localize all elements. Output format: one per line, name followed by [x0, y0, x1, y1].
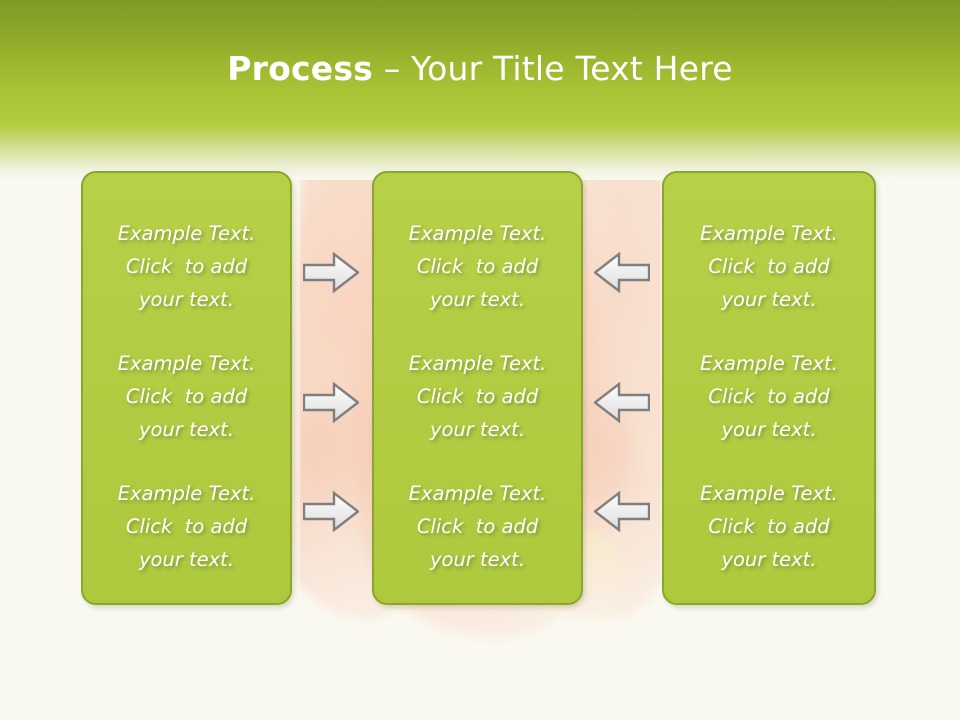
cell-line-2: Click to add [708, 385, 830, 408]
title-band [0, 0, 960, 124]
cell-line-3: your text. [721, 288, 817, 311]
cell-line-1: Example Text. [700, 222, 838, 245]
process-cell-2-1[interactable]: Example Text. Click to add your text. [382, 217, 573, 325]
cell-line-1: Example Text. [700, 482, 838, 505]
process-cell-2-3[interactable]: Example Text. Click to add your text. [382, 477, 573, 585]
cell-line-2: Click to add [708, 255, 830, 278]
arrow-right-icon[interactable] [303, 382, 359, 423]
cell-line-3: your text. [138, 548, 235, 571]
cell-line-2: Click to add [416, 385, 539, 408]
page-title-bold: Process [227, 49, 374, 88]
cell-line-2: Click to add [416, 515, 539, 538]
cell-line-3: your text. [429, 418, 526, 441]
cell-line-2: Click to add [125, 255, 248, 278]
cell-line-2: Click to add [416, 255, 539, 278]
process-column-2[interactable]: Example Text. Click to add your text. Ex… [372, 171, 583, 605]
process-cell-1-1[interactable]: Example Text. Click to add your text. [91, 217, 282, 325]
process-column-3[interactable]: Example Text. Click to add your text. Ex… [662, 171, 876, 605]
process-cell-1-3[interactable]: Example Text. Click to add your text. [91, 477, 282, 585]
process-cell-3-3[interactable]: Example Text. Click to add your text. [672, 477, 866, 585]
cell-line-1: Example Text. [117, 352, 256, 375]
cell-line-3: your text. [138, 418, 235, 441]
cell-line-1: Example Text. [408, 482, 547, 505]
cell-line-1: Example Text. [700, 352, 838, 375]
cell-line-3: your text. [721, 418, 817, 441]
cell-line-1: Example Text. [408, 352, 547, 375]
process-cell-1-2[interactable]: Example Text. Click to add your text. [91, 347, 282, 455]
process-cell-3-1[interactable]: Example Text. Click to add your text. [672, 217, 866, 325]
cell-line-1: Example Text. [408, 222, 547, 245]
arrow-left-icon[interactable] [594, 252, 650, 293]
cell-line-2: Click to add [708, 515, 830, 538]
arrow-right-icon[interactable] [303, 252, 359, 293]
arrow-right-icon[interactable] [303, 491, 359, 532]
title-band-fade [0, 124, 960, 180]
cell-line-3: your text. [721, 548, 817, 571]
cell-line-2: Click to add [125, 515, 248, 538]
arrow-left-icon[interactable] [594, 491, 650, 532]
cell-line-3: your text. [138, 288, 235, 311]
cell-line-3: your text. [429, 548, 526, 571]
cell-line-2: Click to add [125, 385, 248, 408]
cell-line-1: Example Text. [117, 222, 256, 245]
process-column-1[interactable]: Example Text. Click to add your text. Ex… [81, 171, 292, 605]
cell-line-3: your text. [429, 288, 526, 311]
process-cell-2-2[interactable]: Example Text. Click to add your text. [382, 347, 573, 455]
page-title: Process – Your Title Text Here [0, 49, 960, 89]
page-title-light: – Your Title Text Here [373, 49, 733, 88]
cell-line-1: Example Text. [117, 482, 256, 505]
arrow-left-icon[interactable] [594, 382, 650, 423]
process-cell-3-2[interactable]: Example Text. Click to add your text. [672, 347, 866, 455]
